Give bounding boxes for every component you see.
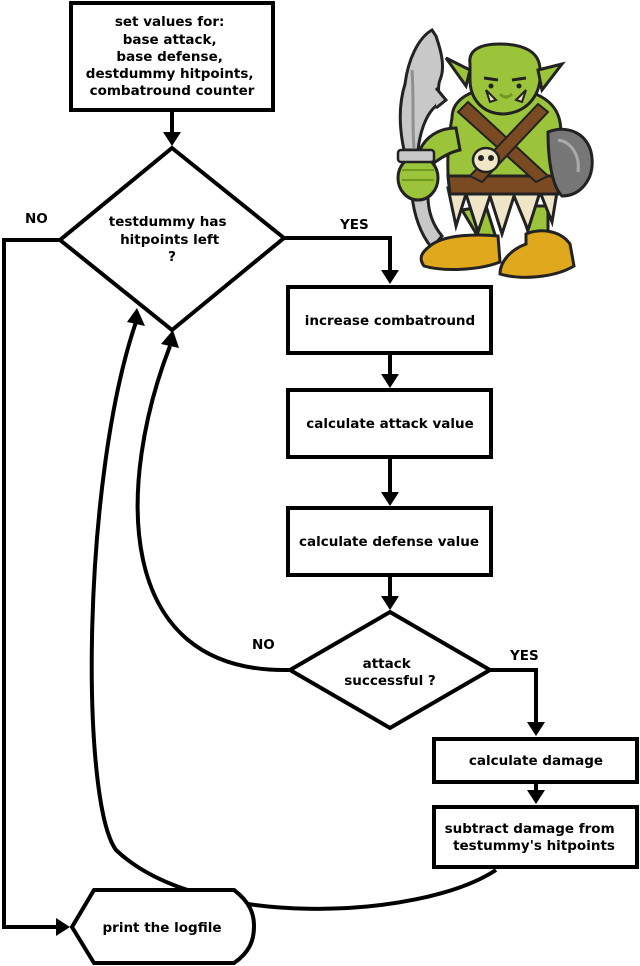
- arrow-hp-no: [2, 238, 60, 929]
- svg-text:attack successful ?: attack successful ?: [344, 656, 436, 689]
- init-line-2: base attack,: [123, 32, 217, 48]
- orc-left-boot: [419, 233, 502, 271]
- attack-yes-label: YES: [509, 648, 539, 664]
- logfile-label: print the logfile: [103, 920, 222, 936]
- hp-check-line-3: ?: [168, 249, 176, 265]
- orc-blade: [398, 28, 444, 152]
- subtract-line-1: subtract damage from: [445, 821, 615, 837]
- increase-round-label: increase combatround: [305, 313, 475, 329]
- node-init: set values for: base attack, base defens…: [69, 1, 275, 112]
- arrow-attack-no-loop: [135, 345, 291, 673]
- damage-label: calculate damage: [469, 753, 603, 769]
- hp-no-label: NO: [25, 211, 48, 227]
- arrow-hp-yes: [284, 236, 392, 272]
- node-defense-value: calculate defense value: [286, 506, 493, 577]
- decision-attack-successful: attack successful ?: [286, 609, 494, 731]
- hp-check-line-2: hitpoints left: [120, 232, 220, 248]
- svg-text:testdummy has hitpoints: testdummy has hitpoints left ?: [109, 214, 231, 265]
- node-print-logfile: print the logfile: [69, 888, 257, 965]
- node-calculate-damage: calculate damage: [432, 737, 639, 784]
- subtract-line-2: testummy's hitpoints: [453, 838, 615, 854]
- attack-value-label: calculate attack value: [306, 416, 474, 432]
- svg-text:subtract damage from tes: subtract damage from testummy's hitpoint…: [445, 821, 620, 854]
- init-line-3: base defense,: [116, 49, 222, 65]
- init-line-4: destdummy hitpoints,: [86, 66, 254, 82]
- decision-hp-left: testdummy has hitpoints left ?: [56, 145, 288, 333]
- hp-check-line-1: testdummy has: [109, 214, 227, 230]
- defense-value-label: calculate defense value: [299, 534, 479, 550]
- svg-text:set values for: base att: set values for: base attack, base defens…: [86, 14, 258, 99]
- hp-yes-label: YES: [339, 217, 369, 233]
- orc-skull-emblem: [471, 146, 501, 174]
- arrow-subtract-loop: [89, 321, 498, 911]
- node-subtract-damage: subtract damage from testummy's hitpoint…: [432, 805, 639, 869]
- node-attack-value: calculate attack value: [286, 388, 493, 459]
- orc-right-boot: [498, 229, 576, 279]
- orc-shoulder-armor: [546, 127, 594, 198]
- attack-success-line-1: attack: [363, 656, 412, 672]
- init-line-5: combatround counter: [90, 83, 255, 99]
- attack-success-line-2: successful ?: [344, 673, 436, 689]
- orc-warrior-illustration: [396, 28, 594, 279]
- attack-no-label: NO: [252, 637, 275, 653]
- orc-head: [468, 42, 542, 116]
- arrow-attack-yes: [490, 668, 538, 724]
- node-increase-combatround: increase combatround: [286, 285, 493, 355]
- init-line-1: set values for:: [115, 14, 225, 30]
